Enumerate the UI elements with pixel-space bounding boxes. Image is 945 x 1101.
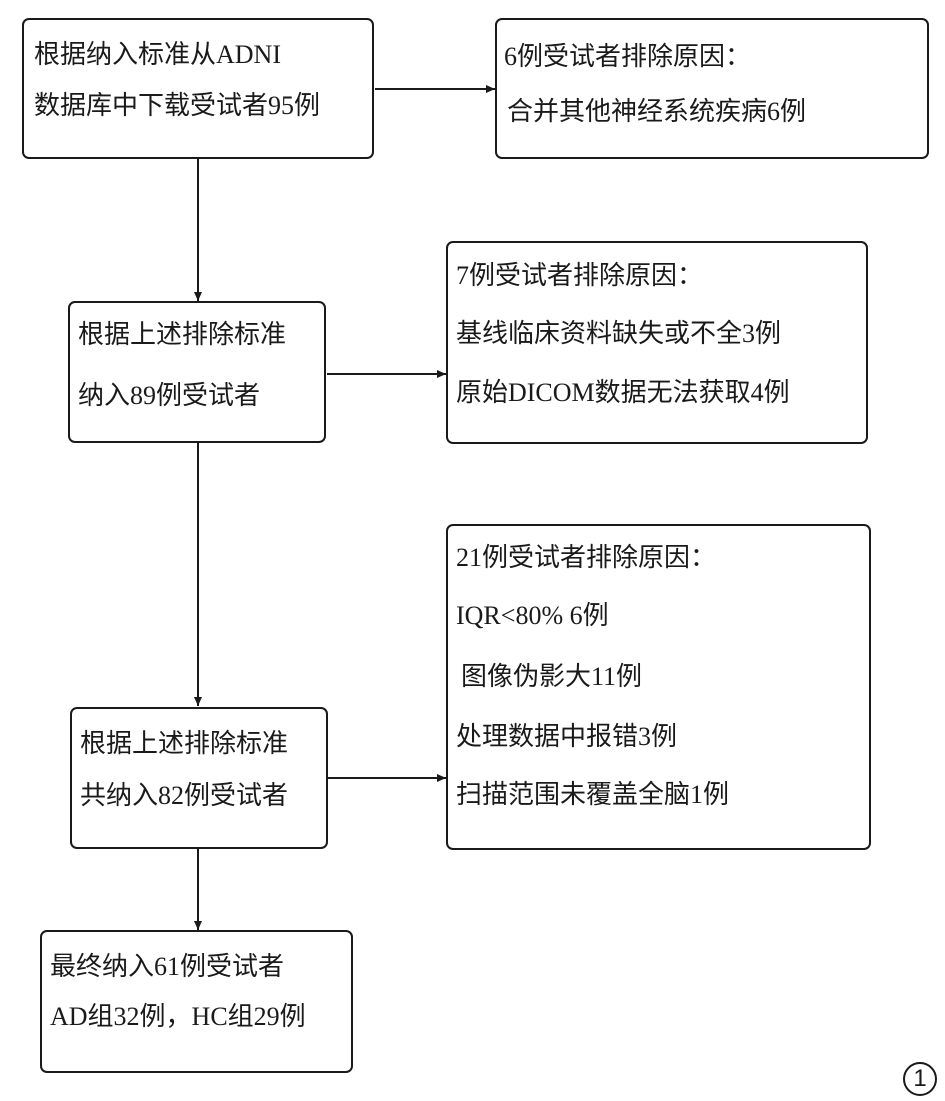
exclusion-3-reason-3: 处理数据中报错3例	[456, 722, 678, 751]
step-1-line-1: 根据纳入标准从ADNI	[34, 40, 281, 69]
step-4-line-2: AD组32例，HC组29例	[50, 1002, 306, 1031]
exclusion-3-title: 21例受试者排除原因：	[456, 543, 717, 572]
step-3-box: 根据上述排除标准 共纳入82例受试者	[70, 707, 328, 849]
exclusion-2-reason-1: 基线临床资料缺失或不全3例	[456, 319, 782, 348]
step-2-box: 根据上述排除标准 纳入89例受试者	[68, 301, 326, 443]
exclusion-3-box: 21例受试者排除原因： IQR<80% 6例 图像伪影大11例 处理数据中报错3…	[446, 524, 871, 850]
exclusion-3-reason-1: IQR<80% 6例	[456, 601, 609, 630]
exclusion-2-title: 7例受试者排除原因：	[456, 261, 704, 290]
exclusion-1-reason-1: 合并其他神经系统疾病6例	[507, 97, 807, 126]
exclusion-3-reason-4: 扫描范围未覆盖全脑1例	[456, 780, 730, 809]
step-1-line-2: 数据库中下载受试者95例	[34, 91, 321, 120]
exclusion-1-box: 6例受试者排除原因： 合并其他神经系统疾病6例	[495, 18, 929, 159]
figure-number-badge: 1	[903, 1062, 937, 1096]
exclusion-2-reason-2: 原始DICOM数据无法获取4例	[456, 378, 790, 407]
step-4-line-1: 最终纳入61例受试者	[50, 952, 285, 981]
exclusion-2-box: 7例受试者排除原因： 基线临床资料缺失或不全3例 原始DICOM数据无法获取4例	[446, 241, 868, 444]
step-1-box: 根据纳入标准从ADNI 数据库中下载受试者95例	[22, 18, 374, 159]
step-4-box: 最终纳入61例受试者 AD组32例，HC组29例	[40, 930, 353, 1073]
step-2-line-2: 纳入89例受试者	[78, 381, 261, 410]
step-3-line-2: 共纳入82例受试者	[80, 781, 289, 810]
step-3-line-1: 根据上述排除标准	[80, 729, 289, 758]
step-2-line-1: 根据上述排除标准	[78, 320, 287, 349]
exclusion-1-title: 6例受试者排除原因：	[504, 42, 752, 71]
exclusion-3-reason-2: 图像伪影大11例	[461, 662, 643, 691]
